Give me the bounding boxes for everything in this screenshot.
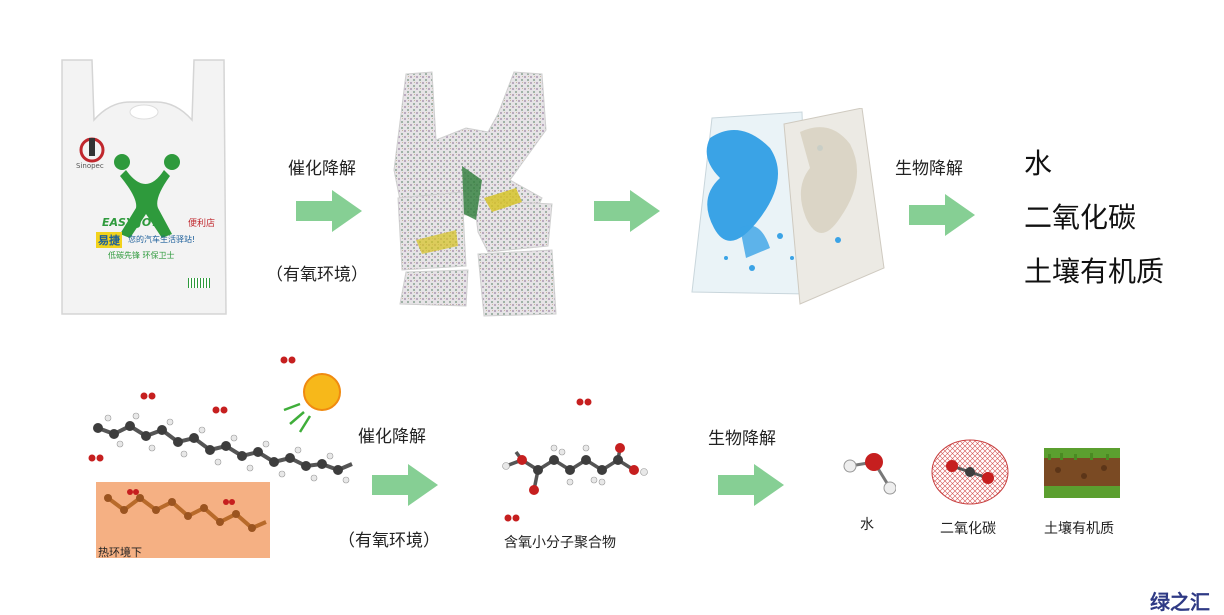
oxygenated-polymer-label: 含氧小分子聚合物 <box>504 535 616 551</box>
soil-label: 土壤有机质 <box>1044 521 1114 537</box>
biodegradation-label-2: 生物降解 <box>708 429 776 449</box>
fragmented-bag-image <box>392 70 558 318</box>
arrow-right-icon <box>909 194 975 236</box>
soil-organic-matter-icon <box>1044 448 1120 498</box>
aerobic-condition-label-2: （有氧环境） <box>338 531 440 551</box>
catalytic-degradation-label-2: 催化降解 <box>358 427 426 447</box>
plastic-bag-image: EASY JOY 便利店 易捷 您的汽车生活驿站! 低碳先锋 环保卫士 Sino… <box>60 58 228 316</box>
bag-barcode <box>188 278 210 288</box>
arrow-right-icon <box>718 464 784 506</box>
water-label: 水 <box>860 517 874 533</box>
bag-slogan: 您的汽车生活驿站! <box>128 235 196 244</box>
co2-label: 二氧化碳 <box>940 521 996 537</box>
polymer-chain-diagram: 热环境下 <box>84 352 356 564</box>
bag-brand-cn: 易捷 <box>96 232 122 248</box>
bag-store: 便利店 <box>188 219 216 229</box>
degraded-sample-bags-image <box>690 108 886 308</box>
bag-tagline: 低碳先锋 环保卫士 <box>108 251 175 260</box>
catalytic-degradation-label: 催化降解 <box>288 159 356 179</box>
aerobic-condition-label: （有氧环境） <box>266 265 368 285</box>
biodegradation-label: 生物降解 <box>895 159 963 179</box>
water-molecule-icon <box>836 446 896 502</box>
arrow-right-icon <box>296 190 362 232</box>
bag-brand-en: EASY JOY <box>102 216 159 229</box>
product-co2-text: 二氧化碳 <box>1024 201 1137 234</box>
co2-molecule-icon <box>930 436 1010 508</box>
arrow-right-icon <box>372 464 438 506</box>
oxygenated-molecule-diagram <box>494 392 654 522</box>
bag-company: Sinopec <box>76 162 104 170</box>
watermark-logo: 绿之汇 <box>1150 590 1210 614</box>
arrow-right-icon <box>594 190 660 232</box>
heat-environment-label: 热环境下 <box>98 546 142 559</box>
product-soil-text: 土壤有机质 <box>1024 255 1165 288</box>
product-water-text: 水 <box>1024 147 1053 180</box>
